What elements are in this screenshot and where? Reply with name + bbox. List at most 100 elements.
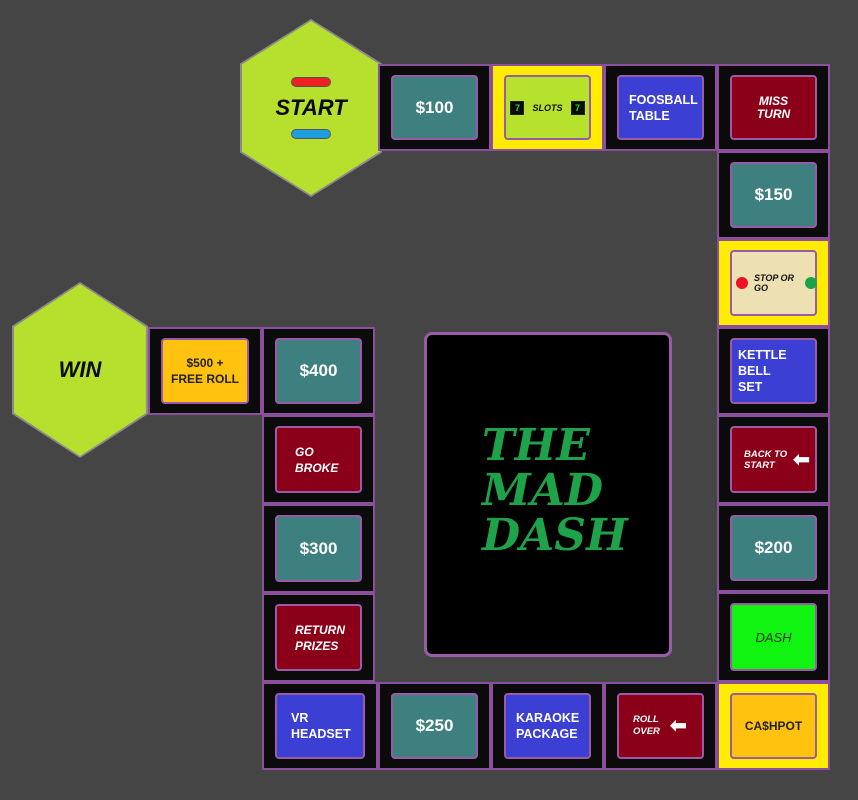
- win-hex: WIN: [14, 284, 146, 456]
- prize-label: VR HEADSET: [291, 710, 351, 742]
- money-card: $400: [275, 338, 362, 404]
- penalty-line: GO: [295, 444, 314, 459]
- prize-line: KARAOKE: [516, 711, 580, 725]
- slots-card: 7 SLOTS 7: [504, 75, 591, 140]
- money-value: $100: [415, 97, 454, 117]
- space-stop-or-go[interactable]: STOP OR GO: [717, 239, 830, 327]
- money-value: $250: [415, 716, 454, 735]
- prize-label: FOOSBALL TABLE: [629, 92, 698, 124]
- title-line: DASH: [482, 510, 628, 561]
- red-light-icon: [736, 277, 748, 289]
- space-150[interactable]: $150: [717, 151, 830, 239]
- money-card: $100: [391, 75, 478, 140]
- money-value: $200: [754, 538, 793, 557]
- penalty-line: TURN: [756, 106, 791, 121]
- money-value: $150: [754, 185, 793, 204]
- money-value: $400: [299, 361, 338, 380]
- stop-line: GO: [754, 283, 769, 293]
- space-kettle-bell-set[interactable]: KETTLE BELL SET: [717, 327, 830, 415]
- space-dash[interactable]: DASH: [717, 592, 830, 682]
- money-card: $150: [730, 162, 817, 228]
- penalty-line: BACK TO: [744, 448, 788, 460]
- free-roll-line: $500 +: [186, 356, 224, 370]
- money-card: $300: [275, 515, 362, 582]
- seven-icon: 7: [510, 100, 525, 115]
- prize-line: FOOSBALL: [629, 92, 698, 107]
- money-value: $300: [299, 538, 338, 558]
- prize-label: KETTLE BELL SET: [738, 347, 815, 395]
- space-400[interactable]: $400: [262, 327, 375, 415]
- title-line: THE: [482, 420, 590, 471]
- space-karaoke-package[interactable]: KARAOKE PACKAGE: [491, 682, 604, 770]
- space-free-roll[interactable]: $500 + FREE ROLL: [148, 327, 262, 415]
- dash-label: DASH: [755, 629, 792, 645]
- penalty-label: BACK TO START: [744, 449, 787, 471]
- space-go-broke[interactable]: GO BROKE: [262, 415, 375, 504]
- penalty-line: PRIZES: [295, 638, 339, 653]
- red-token[interactable]: [291, 77, 331, 87]
- start-label: START: [275, 95, 347, 120]
- stop-line: STOP OR: [754, 273, 795, 283]
- space-cashpot[interactable]: CA$HPOT: [717, 682, 830, 770]
- win-space[interactable]: WIN: [12, 282, 148, 458]
- arrow-left-icon: ⬅: [793, 448, 810, 471]
- title-line: MAD: [482, 465, 603, 516]
- stop-or-go-card: STOP OR GO: [730, 250, 817, 316]
- penalty-line: RETURN: [295, 622, 345, 637]
- start-space[interactable]: START: [240, 19, 382, 197]
- space-200[interactable]: $200: [717, 504, 830, 592]
- seven-icon: 7: [570, 100, 585, 115]
- title-panel: THE MAD DASH: [424, 332, 672, 657]
- free-roll-label: $500 + FREE ROLL: [171, 355, 239, 387]
- space-vr-headset[interactable]: VR HEADSET: [262, 682, 378, 770]
- penalty-label: GO BROKE: [295, 444, 338, 476]
- win-label: WIN: [58, 357, 102, 382]
- penalty-line: ROLL: [633, 714, 659, 725]
- space-slots[interactable]: 7 SLOTS 7: [491, 64, 604, 151]
- space-roll-over[interactable]: ROLL OVER ⬅: [604, 682, 717, 770]
- green-light-icon: [805, 277, 817, 289]
- space-back-to-start[interactable]: BACK TO START ⬅: [717, 415, 830, 504]
- prize-label: KARAOKE PACKAGE: [516, 710, 579, 742]
- prize-line: SET: [738, 380, 763, 394]
- space-250[interactable]: $250: [378, 682, 491, 770]
- start-hex: START: [242, 21, 380, 195]
- slots-label: SLOTS: [532, 102, 563, 113]
- penalty-line: START: [744, 459, 775, 471]
- prize-line: HEADSET: [291, 727, 351, 741]
- penalty-line: OVER: [633, 726, 660, 737]
- free-roll-card: $500 + FREE ROLL: [161, 338, 249, 404]
- blue-token[interactable]: [291, 129, 331, 139]
- space-foosball-table[interactable]: FOOSBALL TABLE: [604, 64, 717, 151]
- game-title: THE MAD DASH: [482, 423, 628, 558]
- prize-line: KETTLE BELL: [738, 348, 787, 378]
- penalty-label: MISS TURN: [756, 93, 791, 121]
- penalty-card: ROLL OVER ⬅: [617, 693, 704, 759]
- prize-card: VR HEADSET: [275, 693, 365, 759]
- penalty-line: BROKE: [295, 460, 339, 475]
- arrow-left-icon: ⬅: [669, 715, 687, 737]
- stop-or-go-label: STOP OR GO: [748, 273, 794, 293]
- penalty-line: MISS: [758, 93, 789, 108]
- cashpot-card: CA$HPOT: [730, 693, 817, 759]
- prize-line: PACKAGE: [516, 727, 578, 741]
- prize-card: FOOSBALL TABLE: [617, 75, 704, 140]
- penalty-card: RETURN PRIZES: [275, 604, 362, 671]
- penalty-label: ROLL OVER: [633, 714, 660, 738]
- free-roll-line: FREE ROLL: [171, 372, 239, 386]
- prize-line: VR: [291, 711, 309, 725]
- prize-line: TABLE: [629, 108, 670, 123]
- space-300[interactable]: $300: [262, 504, 375, 593]
- prize-card: KARAOKE PACKAGE: [504, 693, 591, 759]
- prize-card: KETTLE BELL SET: [730, 338, 817, 404]
- penalty-label: RETURN PRIZES: [295, 622, 345, 654]
- money-card: $200: [730, 515, 817, 581]
- space-miss-turn[interactable]: MISS TURN: [717, 64, 830, 151]
- penalty-card: MISS TURN: [730, 75, 817, 140]
- penalty-card: GO BROKE: [275, 426, 362, 493]
- dash-card: DASH: [730, 603, 817, 671]
- penalty-card: BACK TO START ⬅: [730, 426, 817, 493]
- space-100[interactable]: $100: [378, 64, 491, 151]
- space-return-prizes[interactable]: RETURN PRIZES: [262, 593, 375, 682]
